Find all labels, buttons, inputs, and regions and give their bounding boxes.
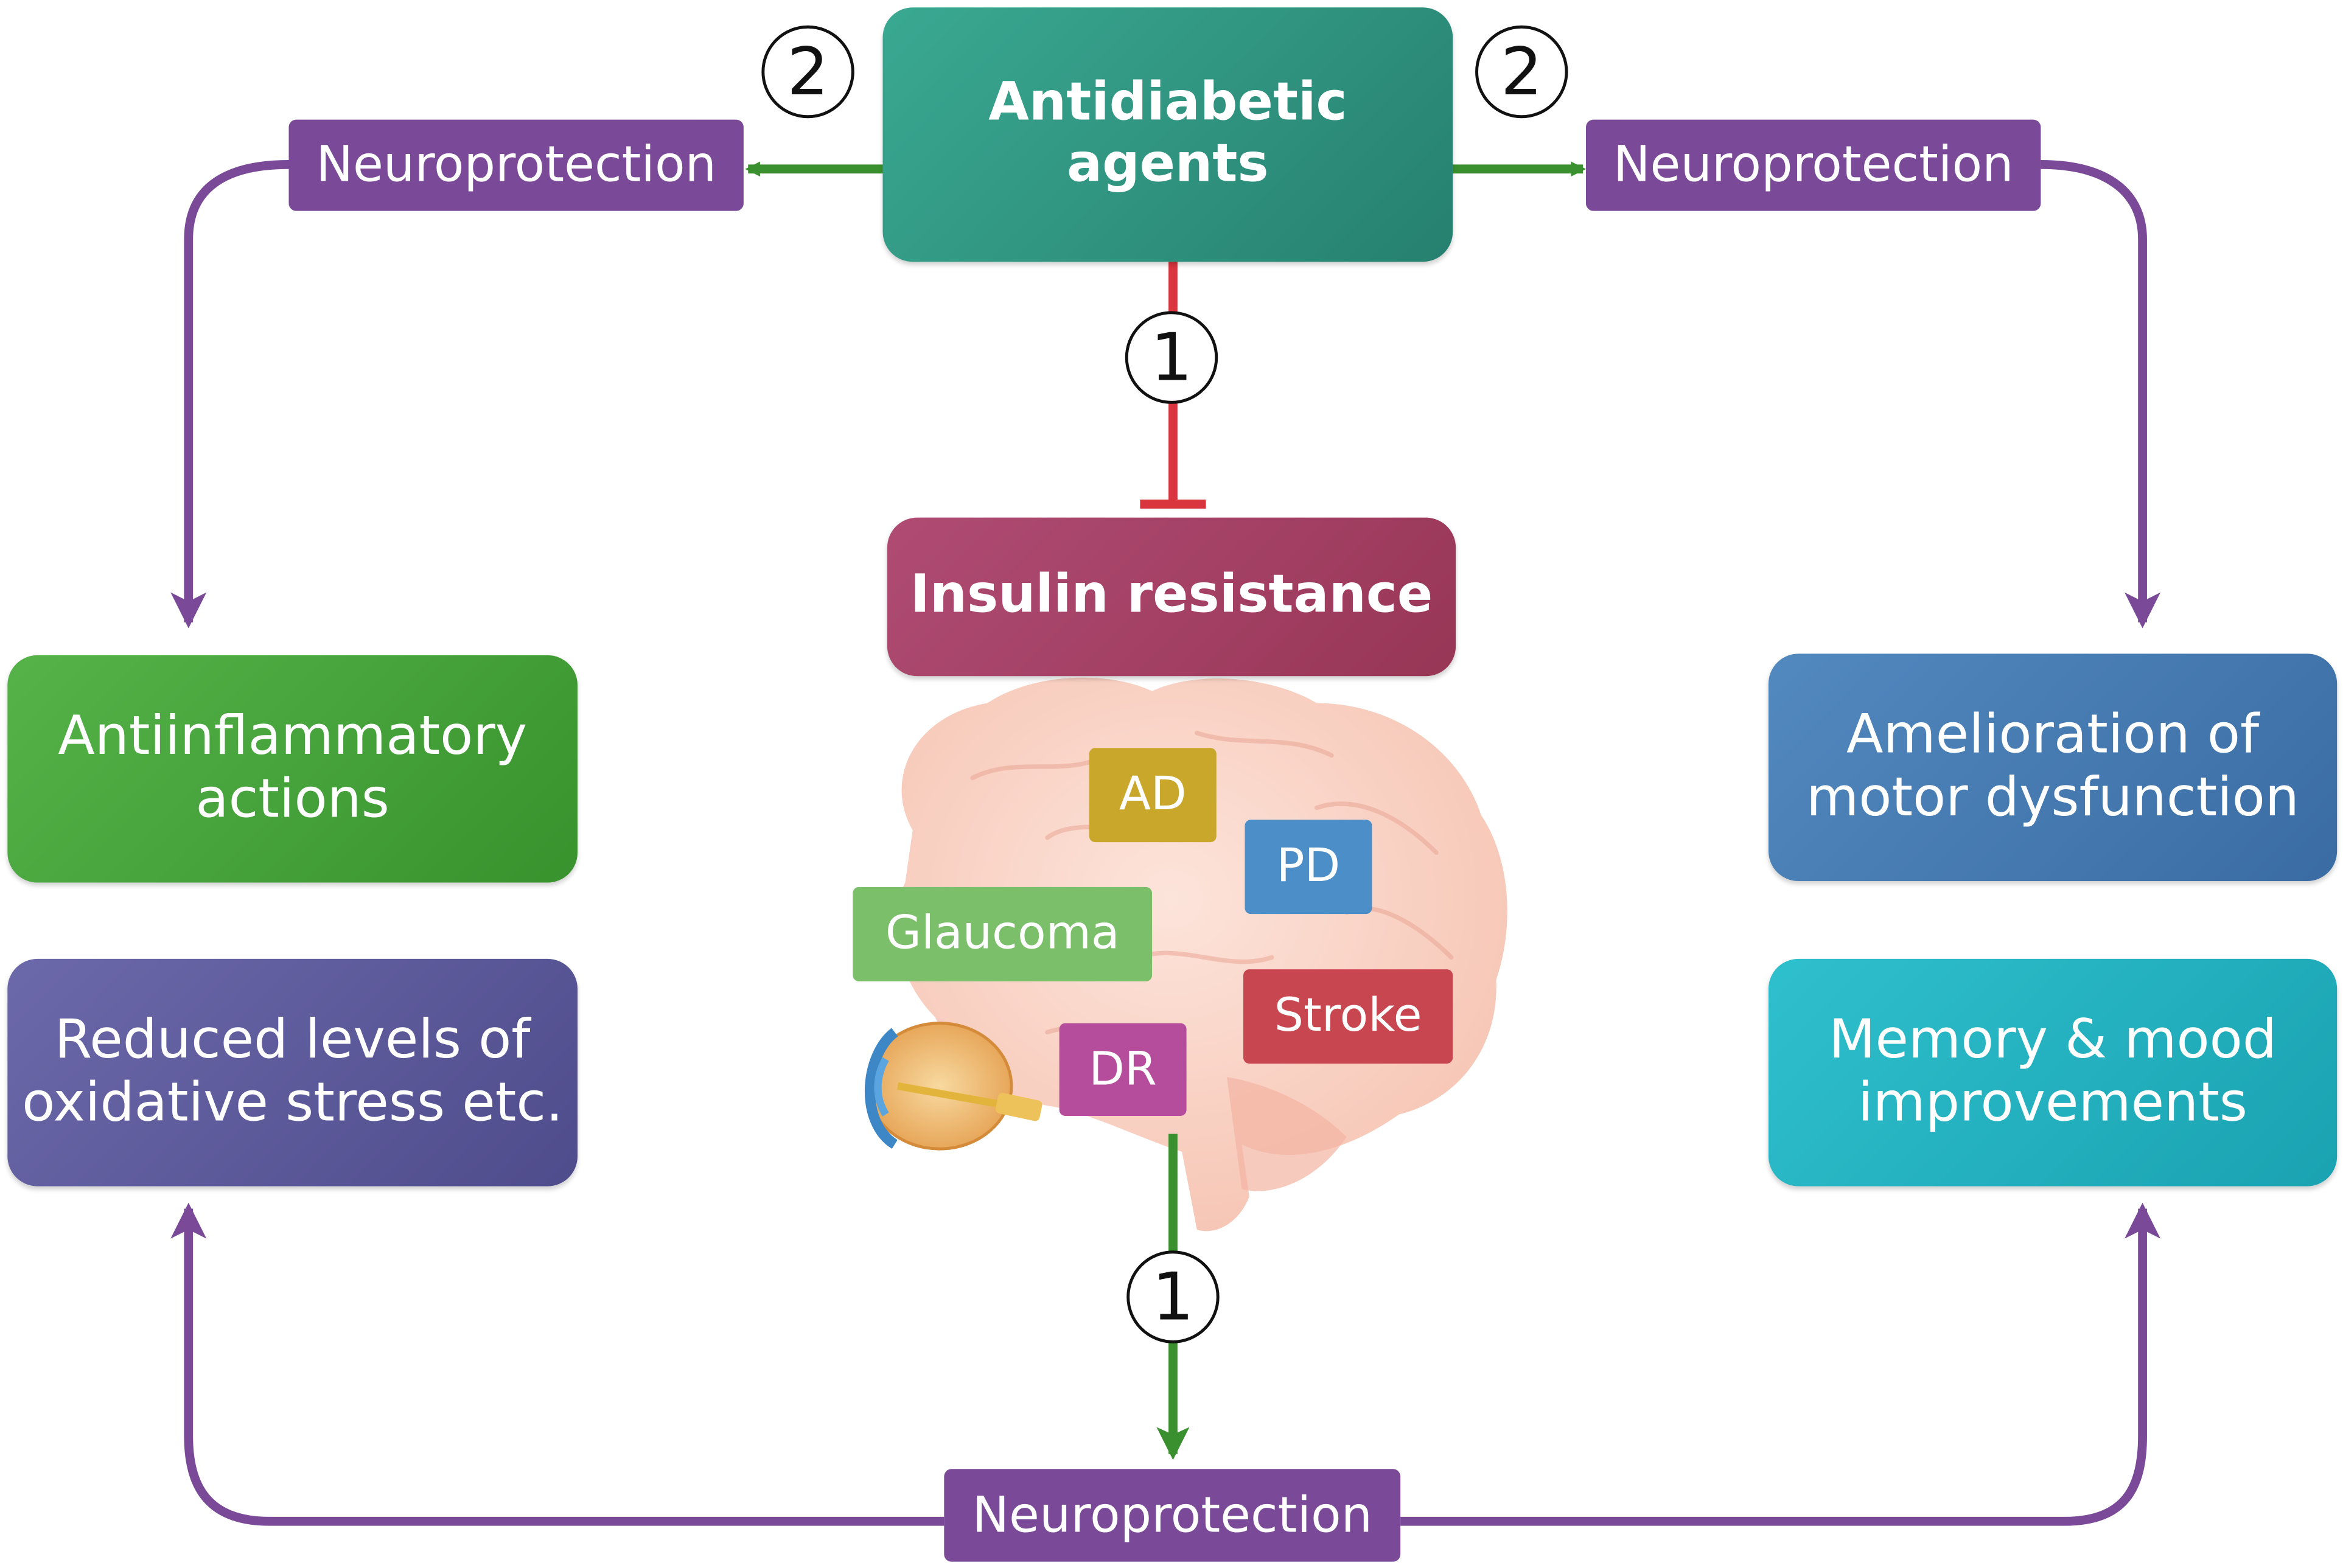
antidiabetic-agents-line2: agents — [1067, 134, 1269, 195]
antidiabetic-agents-line1: Antidiabetic — [988, 72, 1347, 133]
antiinflammatory-line1: Antiinflammatory — [58, 705, 528, 767]
oxidative-stress-line1: Reduced levels of — [54, 1009, 531, 1071]
insulin-resistance-label: Insulin resistance — [910, 566, 1433, 626]
antiinflammatory-box: Antiinflammatory actions — [7, 655, 578, 883]
antidiabetic-agents-box: Antidiabetic agents — [882, 7, 1453, 262]
neuroprotection-label-left: Neuroprotection — [288, 119, 744, 211]
tag-ad: AD — [1089, 748, 1217, 843]
motor-dysfunction-line1: Amelioration of — [1846, 703, 2260, 765]
neuroprotection-left-text: Neuroprotection — [316, 134, 717, 193]
antiinflammatory-line2: actions — [195, 768, 389, 831]
step-marker-center-bottom-text: 1 — [1152, 1258, 1194, 1336]
tag-ad-text: AD — [1119, 767, 1187, 822]
oxidative-stress-box: Reduced levels of oxidative stress etc. — [7, 958, 578, 1186]
neuroprotection-right-text: Neuroprotection — [1613, 134, 2014, 193]
memory-mood-box: Memory & mood improvements — [1768, 958, 2338, 1186]
memory-mood-line2: improvements — [1858, 1072, 2248, 1134]
motor-dysfunction-line2: motor dysfunction — [1806, 767, 2300, 829]
tag-stroke: Stroke — [1243, 969, 1453, 1064]
step-marker-top-right: 2 — [1475, 25, 1568, 119]
memory-mood-line1: Memory & mood — [1829, 1009, 2277, 1071]
tag-pd-text: PD — [1276, 839, 1341, 894]
tag-glaucoma: Glaucoma — [853, 887, 1153, 981]
step-marker-center-top-text: 1 — [1150, 319, 1193, 396]
step-marker-top-left-text: 2 — [787, 33, 829, 110]
tag-glaucoma-text: Glaucoma — [885, 907, 1120, 961]
step-marker-center-top: 1 — [1125, 311, 1218, 404]
neuroprotection-label-bottom: Neuroprotection — [944, 1469, 1401, 1562]
step-marker-top-right-text: 2 — [1500, 33, 1543, 110]
tag-stroke-text: Stroke — [1274, 989, 1422, 1044]
eye-illustration — [865, 1022, 1042, 1151]
tag-dr-text: DR — [1089, 1042, 1157, 1096]
motor-dysfunction-box: Amelioration of motor dysfunction — [1768, 653, 2338, 882]
brain-illustration — [896, 677, 1507, 1232]
step-marker-center-bottom: 1 — [1126, 1250, 1220, 1343]
neuroprotection-label-right: Neuroprotection — [1586, 119, 2041, 211]
oxidative-stress-line2: oxidative stress etc. — [22, 1072, 564, 1134]
neuroprotection-bottom-text: Neuroprotection — [972, 1485, 1373, 1544]
insulin-resistance-box: Insulin resistance — [887, 517, 1456, 677]
step-marker-top-left: 2 — [761, 25, 854, 119]
tag-dr: DR — [1059, 1023, 1187, 1117]
tag-pd: PD — [1245, 820, 1372, 915]
